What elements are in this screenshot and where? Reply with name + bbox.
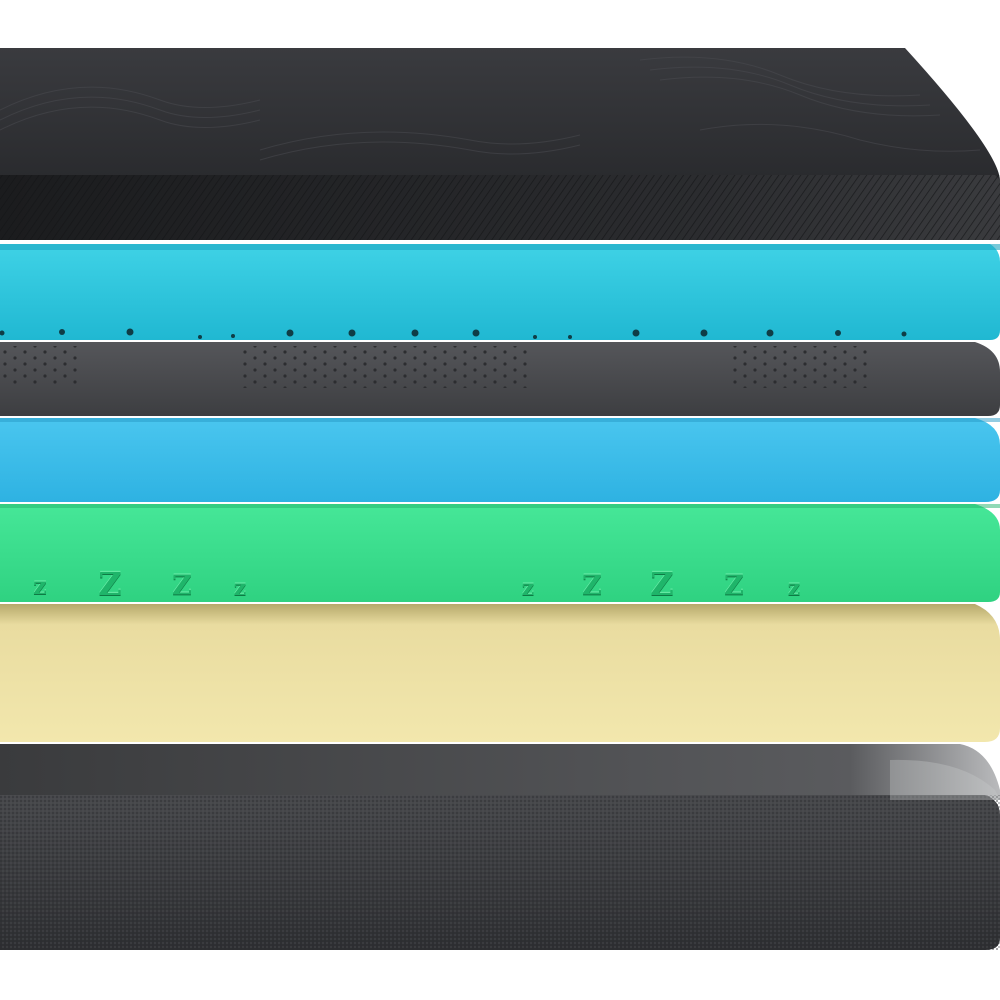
layer-cover-top bbox=[0, 48, 1000, 240]
layer-perforated-gray bbox=[0, 342, 1000, 416]
layer-yellow-foam bbox=[0, 604, 1000, 742]
layer-base-cover bbox=[0, 744, 1000, 950]
layer-blue-foam bbox=[0, 418, 1000, 502]
cyan-foam-notches bbox=[0, 328, 907, 339]
layer-green-foam bbox=[0, 504, 1000, 602]
layer-cyan-foam bbox=[0, 244, 1000, 340]
